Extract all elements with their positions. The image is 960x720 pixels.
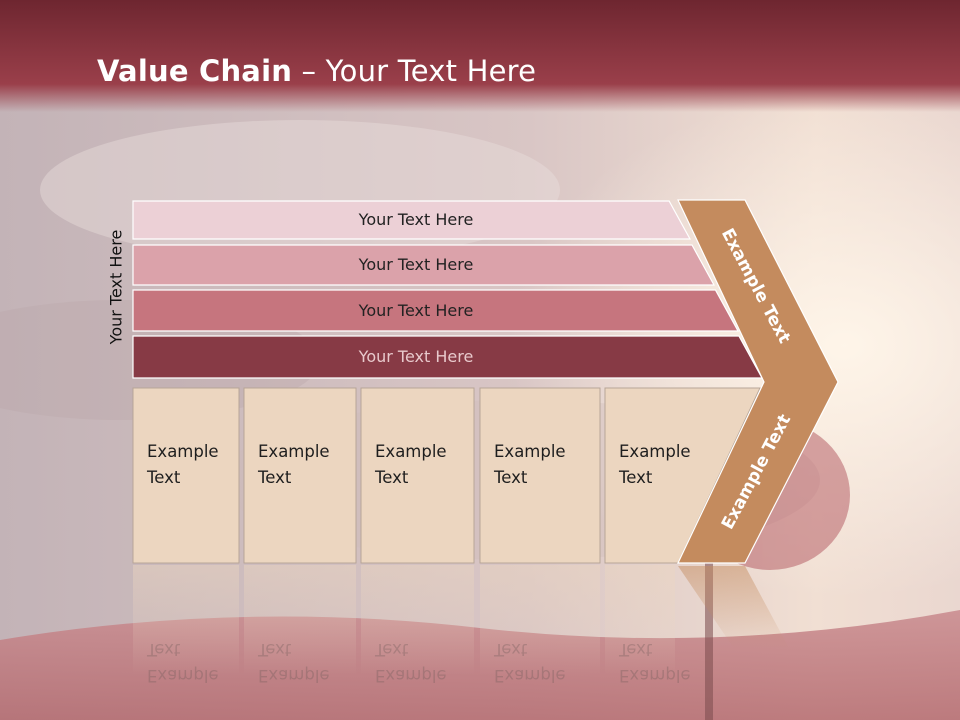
reflection-line-2: Text	[494, 640, 528, 659]
support-bar-label-4: Your Text Here	[358, 347, 474, 366]
reflection-line-2: Text	[147, 640, 181, 659]
reflection-line-1: Example	[375, 666, 447, 685]
primary-activity-cell-3	[360, 387, 475, 564]
chevron-reflection	[678, 566, 790, 650]
primary-activity-cell-1	[132, 387, 240, 564]
support-bar-label-3: Your Text Here	[358, 300, 474, 320]
cell-line-1: Example	[494, 442, 566, 461]
cell-line-2: Text	[494, 468, 528, 487]
reflection-line-1: Example	[147, 666, 219, 685]
page-title: Value Chain – Your Text Here	[97, 54, 537, 88]
reflection-line-2: Text	[258, 640, 292, 659]
primary-activity-cell-4	[479, 387, 601, 564]
cell-line-1: Example	[619, 442, 691, 461]
cell-text-reflection-2: Example Text	[258, 636, 330, 688]
primary-activity-cell-2	[243, 387, 357, 564]
cell-line-2: Text	[375, 468, 409, 487]
margin-chevron	[677, 199, 839, 564]
cell-text-reflection-5: Example Text	[619, 636, 691, 688]
cell-reflection-1	[133, 565, 239, 675]
support-bar-label-2: Your Text Here	[358, 255, 474, 274]
support-bar-2	[132, 244, 716, 286]
reflection-line-1: Example	[258, 666, 330, 685]
cell-line-2: Text	[619, 468, 653, 487]
support-bar-3	[132, 289, 740, 332]
cell-line-1: Example	[258, 442, 330, 461]
cell-line-1: Example	[147, 442, 219, 461]
reflection-line-2: Text	[619, 640, 653, 659]
cell-line-2: Text	[258, 468, 292, 487]
reflection-line-1: Example	[619, 666, 691, 685]
cell-reflection-4	[480, 565, 600, 675]
support-bar-1	[132, 200, 692, 240]
cell-text-reflection-3: Example Text	[375, 636, 447, 688]
cell-text-reflection-1: Example Text	[147, 636, 219, 688]
reflection-line-1: Example	[494, 666, 566, 685]
title-bar	[0, 0, 960, 112]
support-bar-label-1: Your Text Here	[358, 210, 474, 229]
reflection-line-2: Text	[375, 640, 409, 659]
cell-reflection-5	[605, 565, 675, 675]
cell-reflection-3	[361, 565, 474, 675]
cell-text-reflection-4: Example Text	[494, 636, 566, 688]
cell-reflection-2	[244, 565, 356, 675]
cell-line-1: Example	[375, 442, 447, 461]
cell-line-2: Text	[147, 468, 181, 487]
